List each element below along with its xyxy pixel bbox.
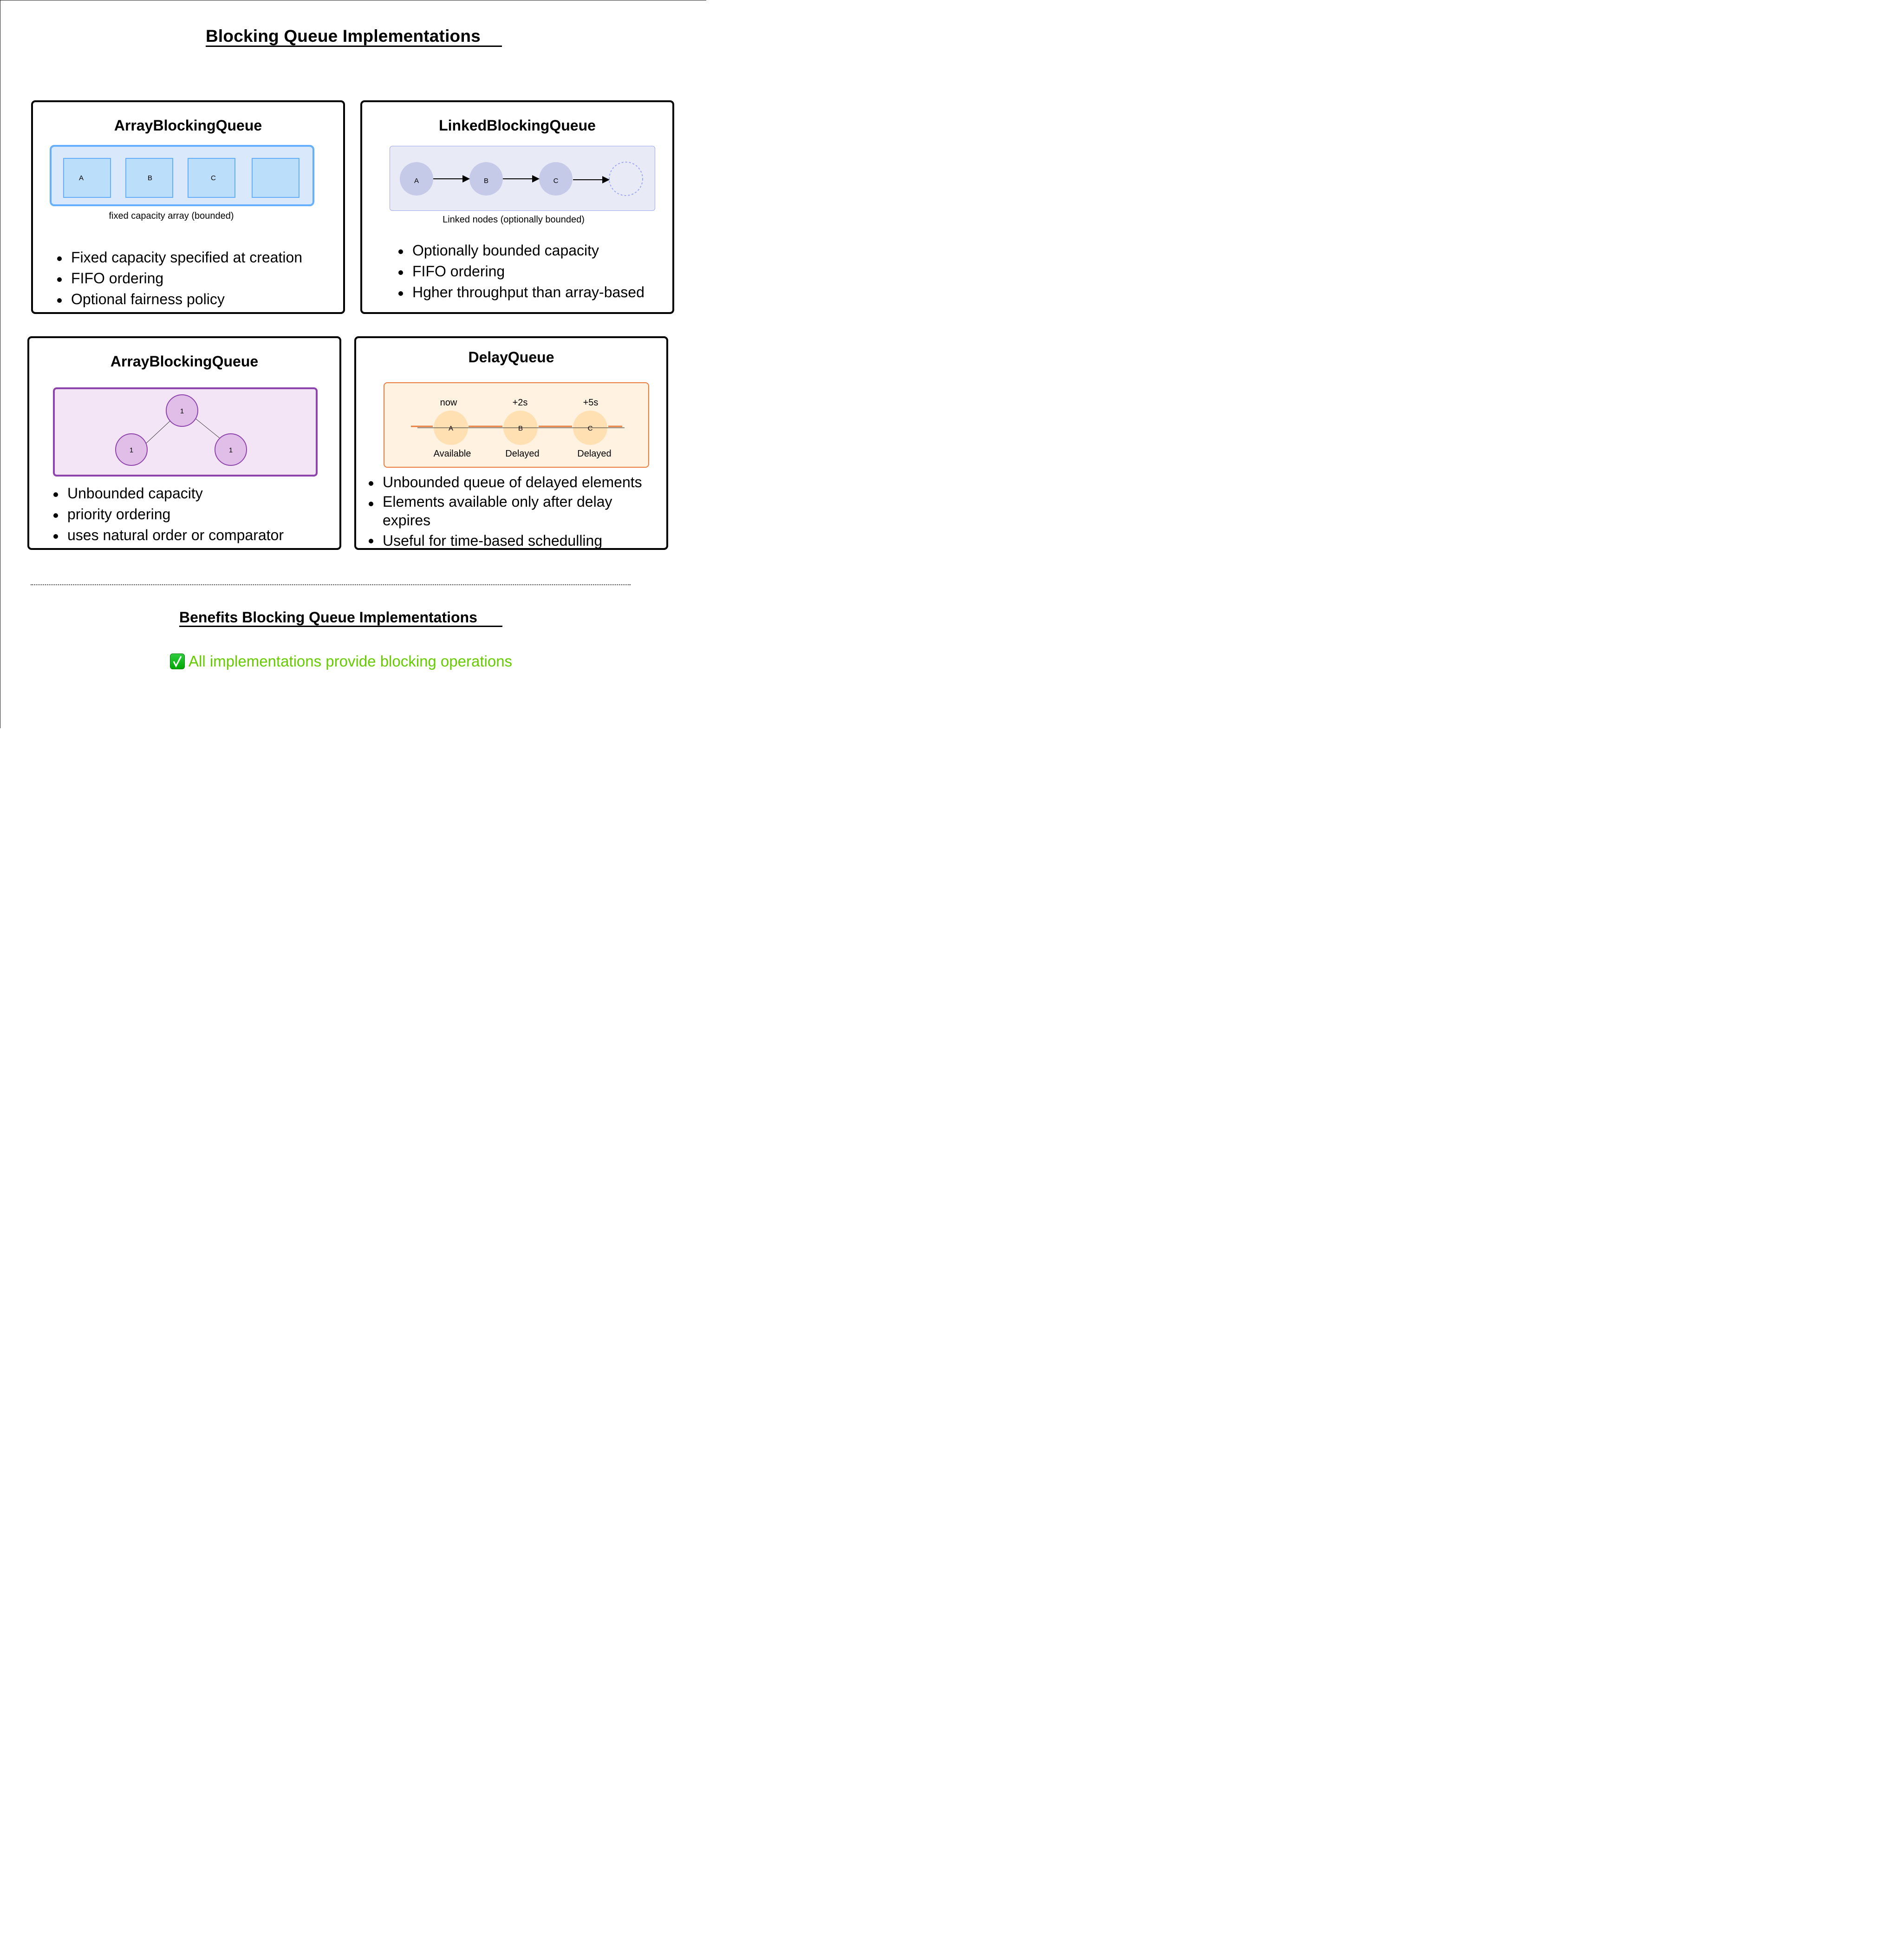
priority-feature-list: Unbounded capacity priority ordering use… [51,483,284,546]
feature-item: Optional fairness policy [55,289,302,310]
node-label: C [553,177,559,185]
section-divider [31,584,631,585]
linked-blocking-queue-card: LinkedBlockingQueue A B C Linked nodes (… [360,100,674,314]
time-label: now [440,398,457,408]
feature-item: Unbounded capacity [51,483,284,504]
delay-diagram: now +2s +5s A B C Available Delayed Dela… [384,382,649,468]
delay-svg: now +2s +5s A B C Available Delayed Dela… [411,398,625,459]
feature-item: Optionally bounded capacity [396,240,645,261]
page-title: Blocking Queue Implementations [206,26,481,46]
feature-item: FIFO ordering [396,261,645,282]
card-title: ArrayBlockingQueue [114,117,262,134]
node-label: A [449,425,453,432]
benefit-text: All implementations provide blocking ope… [189,653,513,670]
node-label: 1 [130,446,133,454]
node-label: B [484,177,488,185]
priority-blocking-queue-card: ArrayBlockingQueue 1 1 1 Unbounded capac… [27,336,341,550]
title-underline [206,46,502,47]
status-label: Available [434,449,471,459]
heap-node-root [166,394,198,427]
array-slot-a: A [63,158,111,198]
array-caption: fixed capacity array (bounded) [109,211,234,221]
benefit-item: All implementations provide blocking ope… [170,653,512,670]
benefits-underline [179,626,502,627]
linked-list-svg: A B C [400,162,643,196]
feature-item: Fixed capacity specified at creation [55,247,302,268]
linked-feature-list: Optionally bounded capacity FIFO orderin… [396,240,645,303]
benefits-title: Benefits Blocking Queue Implementations [179,609,477,626]
card-title: ArrayBlockingQueue [110,353,259,370]
feature-item: Unbounded queue of delayed elements [366,472,669,492]
feature-item: FIFO ordering [55,268,302,289]
time-label: +5s [583,398,599,408]
time-label: +2s [513,398,528,408]
node-label: A [414,177,419,185]
slot-label: C [211,174,216,182]
delay-queue-card: DelayQueue now +2s +5s A B C Available D… [354,336,668,550]
array-slot-empty [252,158,299,198]
node-c [539,162,573,196]
node-b [469,162,503,196]
status-label: Delayed [505,449,539,459]
node-a [400,162,433,196]
heap-edge-left [145,418,173,444]
delay-feature-list: Unbounded queue of delayed elements Elem… [366,472,669,552]
heap-node-left [115,433,148,466]
node-empty [609,162,643,196]
array-slot-c: C [188,158,235,198]
node-label: C [588,425,593,432]
slot-label: A [79,174,84,182]
node-label: 1 [180,407,184,415]
array-blocking-queue-card: ArrayBlockingQueue A B C fixed capacity … [31,100,345,314]
feature-item: Useful for time-based schedulling [366,529,669,552]
slot-label: B [148,174,153,182]
array-feature-list: Fixed capacity specified at creation FIF… [55,247,302,310]
feature-item: Elements available only after delay expi… [366,492,645,529]
check-mark-button-icon [170,653,185,669]
array-diagram: A B C [50,145,314,206]
heap-svg: 1 1 1 [115,394,247,466]
card-title: DelayQueue [468,349,554,366]
feature-item: uses natural order or comparator [51,525,284,546]
node-label: B [518,425,523,432]
array-slot-b: B [125,158,173,198]
status-label: Delayed [577,449,611,459]
feature-item: priority ordering [51,504,284,525]
linked-caption: Linked nodes (optionally bounded) [443,215,585,225]
heap-edge-right [195,418,221,439]
node-label: 1 [229,446,233,454]
card-title: LinkedBlockingQueue [439,117,596,134]
linked-list-diagram: A B C [390,146,655,211]
heap-node-right [215,433,247,466]
feature-item: Hgher throughput than array-based [396,282,645,303]
heap-diagram: 1 1 1 [53,387,318,477]
